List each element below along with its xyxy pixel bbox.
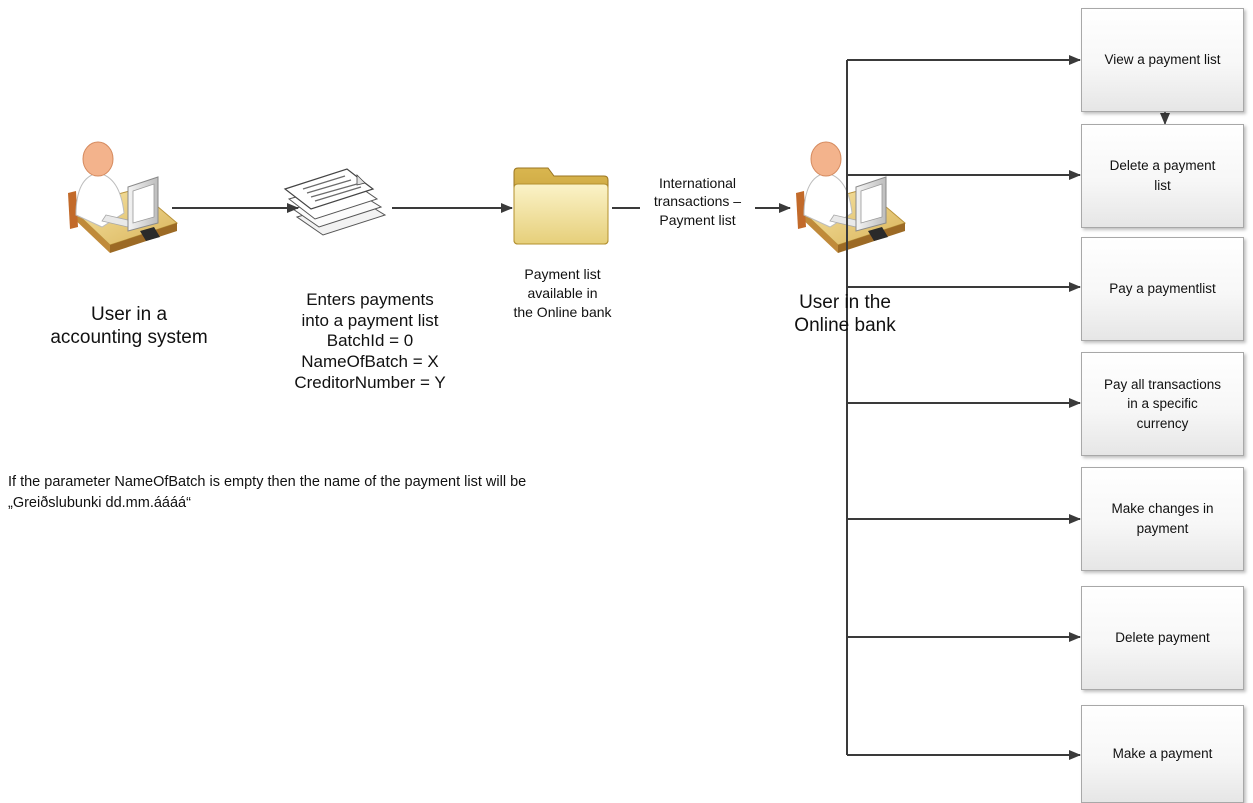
documents-stack-icon: [283, 168, 387, 236]
enters-payments-label: Enters payments into a payment list Batc…: [294, 290, 446, 392]
user-online-label: User in the Online bank: [794, 292, 896, 337]
pay-paymentlist-box[interactable]: Pay a paymentlist: [1081, 237, 1244, 341]
make-payment-box[interactable]: Make a payment: [1081, 705, 1244, 803]
folder-icon: [513, 167, 609, 245]
delete-payment-box[interactable]: Delete payment: [1081, 586, 1244, 690]
payment-list-available-label: Payment list available in the Online ban…: [513, 266, 612, 320]
user-accounting-label: User in a accounting system: [50, 304, 208, 349]
view-payment-list-box[interactable]: View a payment list: [1081, 8, 1244, 112]
connector-label: International transactions – Payment lis…: [640, 174, 755, 230]
user-at-desk-icon: [68, 141, 179, 253]
batch-name-note: If the parameter NameOfBatch is empty th…: [8, 474, 527, 511]
user-at-desk-icon: [796, 141, 907, 253]
